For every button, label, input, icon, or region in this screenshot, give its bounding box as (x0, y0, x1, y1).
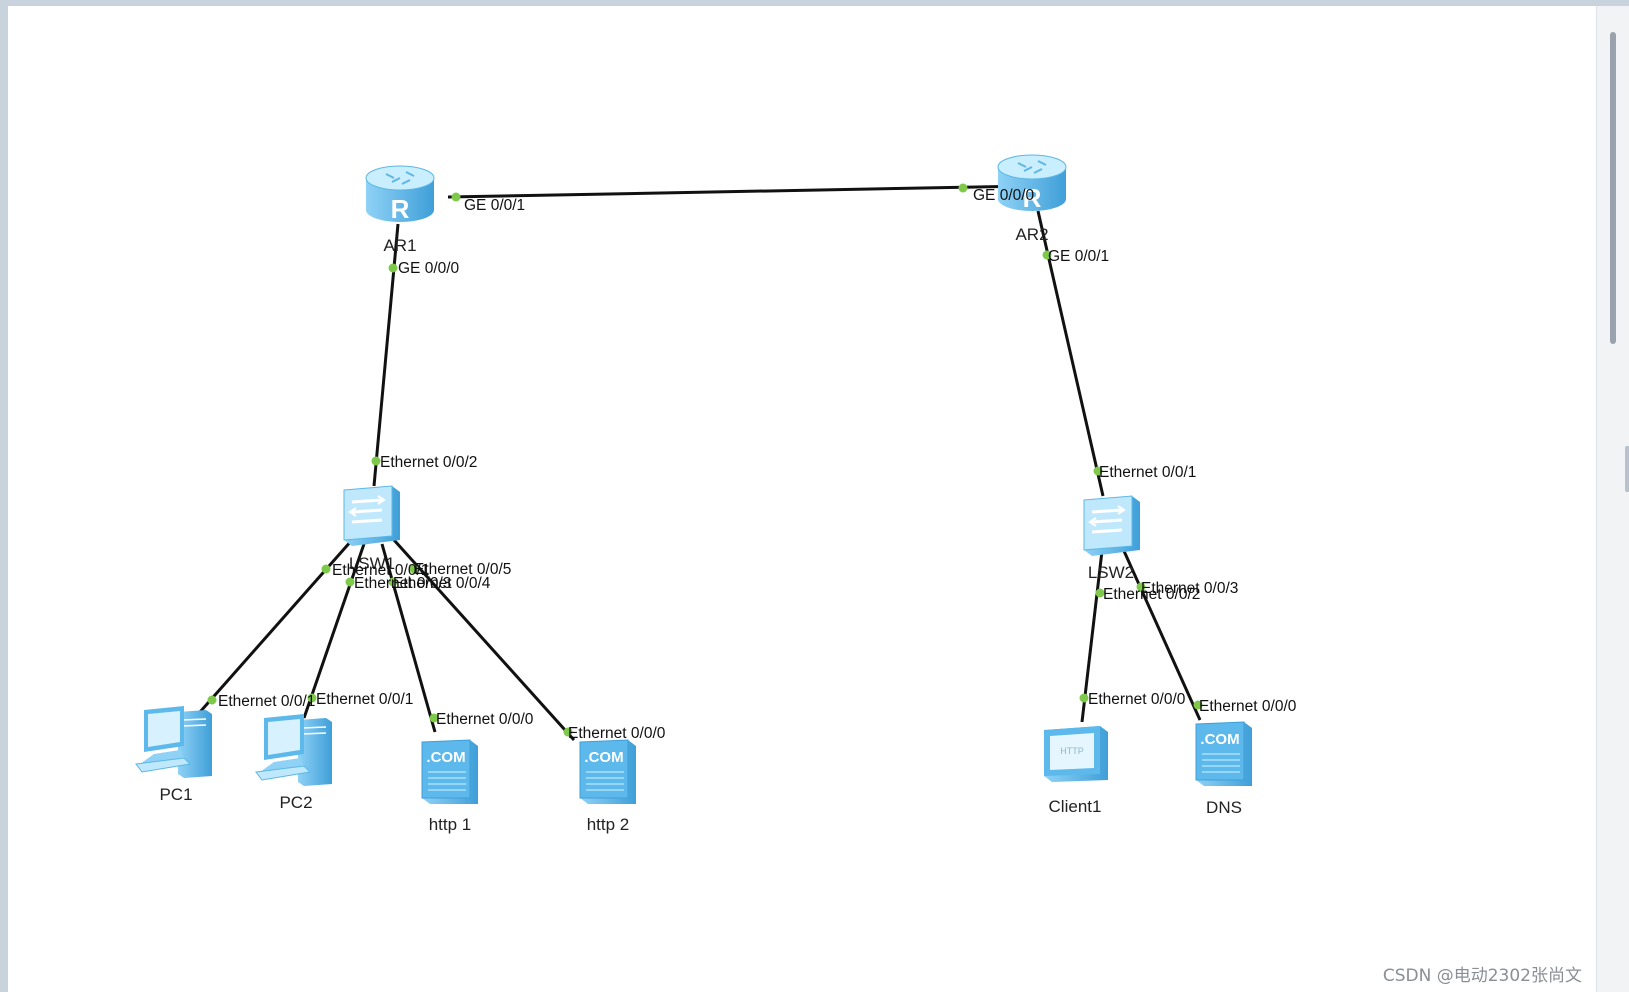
port-label-ar2-ge000: GE 0/0/0 (973, 187, 1035, 204)
device-label-dns: DNS (1206, 798, 1242, 817)
client-icon (1044, 726, 1108, 782)
router-ar1[interactable]: AR1 (365, 165, 435, 255)
port-label-ar2-ge001: GE 0/0/1 (1048, 248, 1109, 265)
port-label-lsw1-e001: Ethernet 0/0/1 (332, 562, 429, 579)
device-label-lsw1: LSW1 (349, 554, 395, 573)
port-label-lsw1-e004: Ethernet 0/0/4 (393, 575, 491, 592)
port-dot-lsw1-e002 (371, 456, 381, 466)
vertical-scrollbar[interactable] (1596, 6, 1629, 992)
port-label-lsw1-e002: Ethernet 0/0/2 (380, 454, 477, 471)
port-dot-lsw2-e002 (1095, 588, 1105, 598)
port-label-http1-e000: Ethernet 0/0/0 (436, 711, 534, 728)
switch-icon (342, 484, 402, 548)
pc-pc2[interactable]: PC2 (255, 714, 333, 812)
port-label-lsw2-e003: Ethernet 0/0/3 (1141, 580, 1238, 597)
port-label-lsw2-e002: Ethernet 0/0/2 (1103, 586, 1200, 603)
server-dns[interactable]: DNS (1195, 721, 1253, 817)
router-icon (365, 165, 435, 225)
device-label-ar2: AR2 (1015, 225, 1048, 244)
router-ar2[interactable]: AR2 (997, 154, 1067, 244)
port-dot-ar2-ge000 (958, 183, 968, 193)
server-http1[interactable]: http 1 (421, 739, 479, 834)
port-dot-http2-e000 (563, 727, 573, 737)
port-dot-dns-e000 (1193, 700, 1203, 710)
topology-diagram: R .COM HTTP (135, 154, 1297, 834)
link-lsw1-http2[interactable] (392, 538, 576, 742)
pc-icon (255, 714, 333, 787)
device-label-lsw2: LSW2 (1088, 563, 1134, 582)
link-lsw2-dns[interactable] (1122, 550, 1202, 721)
watermark: CSDN @电动2302张尚文 (1382, 966, 1582, 986)
port-dot-pc2-e001 (307, 693, 317, 703)
scrollbar-thumb[interactable] (1610, 32, 1616, 344)
pc-icon (135, 706, 213, 779)
port-label-client1-e000: Ethernet 0/0/0 (1088, 691, 1186, 708)
port-dot-lsw1-e005 (409, 564, 419, 574)
port-label-pc2-e001: Ethernet 0/0/1 (316, 691, 413, 708)
port-dot-lsw1-e003 (345, 577, 355, 587)
switch-lsw2[interactable]: LSW2 (1082, 494, 1142, 582)
link-lsw1-http1[interactable] (380, 543, 437, 733)
link-ar1-ar2[interactable] (447, 184, 1031, 199)
port-label-ar1-ge000: GE 0/0/0 (398, 260, 460, 277)
switch-icon (1082, 494, 1142, 558)
server-icon (421, 739, 479, 805)
device-label-client1: Client1 (1049, 797, 1102, 816)
port-label-dns-e000: Ethernet 0/0/0 (1199, 698, 1297, 715)
pc-pc1[interactable]: PC1 (135, 706, 213, 804)
port-dot-ar2-ge001 (1042, 250, 1052, 260)
client-client1[interactable]: Client1 (1044, 726, 1108, 816)
link-lsw1-pc2[interactable] (302, 543, 366, 719)
server-icon (1195, 721, 1253, 787)
device-label-ar1: AR1 (383, 236, 416, 255)
link-lsw1-pc1[interactable] (198, 539, 354, 713)
port-label-lsw1-e005: Ethernet 0/0/5 (414, 561, 511, 578)
device-label-pc2: PC2 (279, 793, 312, 812)
device-label-http2: http 2 (587, 815, 630, 834)
port-dot-lsw1-e001 (321, 564, 331, 574)
link-ar1-lsw1[interactable] (372, 223, 400, 487)
switch-lsw1[interactable]: LSW1 (342, 484, 402, 573)
port-dot-ar1-ge001 (451, 192, 461, 202)
port-dot-http1-e000 (429, 713, 439, 723)
port-dot-ar1-ge000 (388, 263, 398, 273)
port-dot-lsw2-e001 (1093, 466, 1103, 476)
device-label-http1: http 1 (429, 815, 472, 834)
port-label-pc1-e001: Ethernet 0/0/1 (218, 693, 315, 710)
port-label-ar1-ge001: GE 0/0/1 (464, 197, 525, 214)
port-label-lsw1-e003: Ethernet 0/0/3 (354, 575, 451, 592)
port-dot-pc1-e001 (207, 695, 217, 705)
port-label-lsw2-e001: Ethernet 0/0/1 (1099, 464, 1196, 481)
link-lsw2-client1[interactable] (1080, 550, 1104, 723)
port-dot-client1-e000 (1079, 693, 1089, 703)
port-dot-lsw2-e003 (1136, 582, 1146, 592)
topology-canvas: R .COM HTTP (8, 6, 1596, 992)
server-http2[interactable]: http 2 (579, 739, 637, 834)
device-label-pc1: PC1 (159, 785, 192, 804)
router-icon (997, 154, 1067, 214)
server-icon (579, 739, 637, 805)
port-dots (207, 183, 1203, 737)
port-label-http2-e000: Ethernet 0/0/0 (568, 725, 666, 742)
port-dot-lsw1-e004 (388, 577, 398, 587)
scrollbar-handle[interactable] (1625, 446, 1629, 492)
